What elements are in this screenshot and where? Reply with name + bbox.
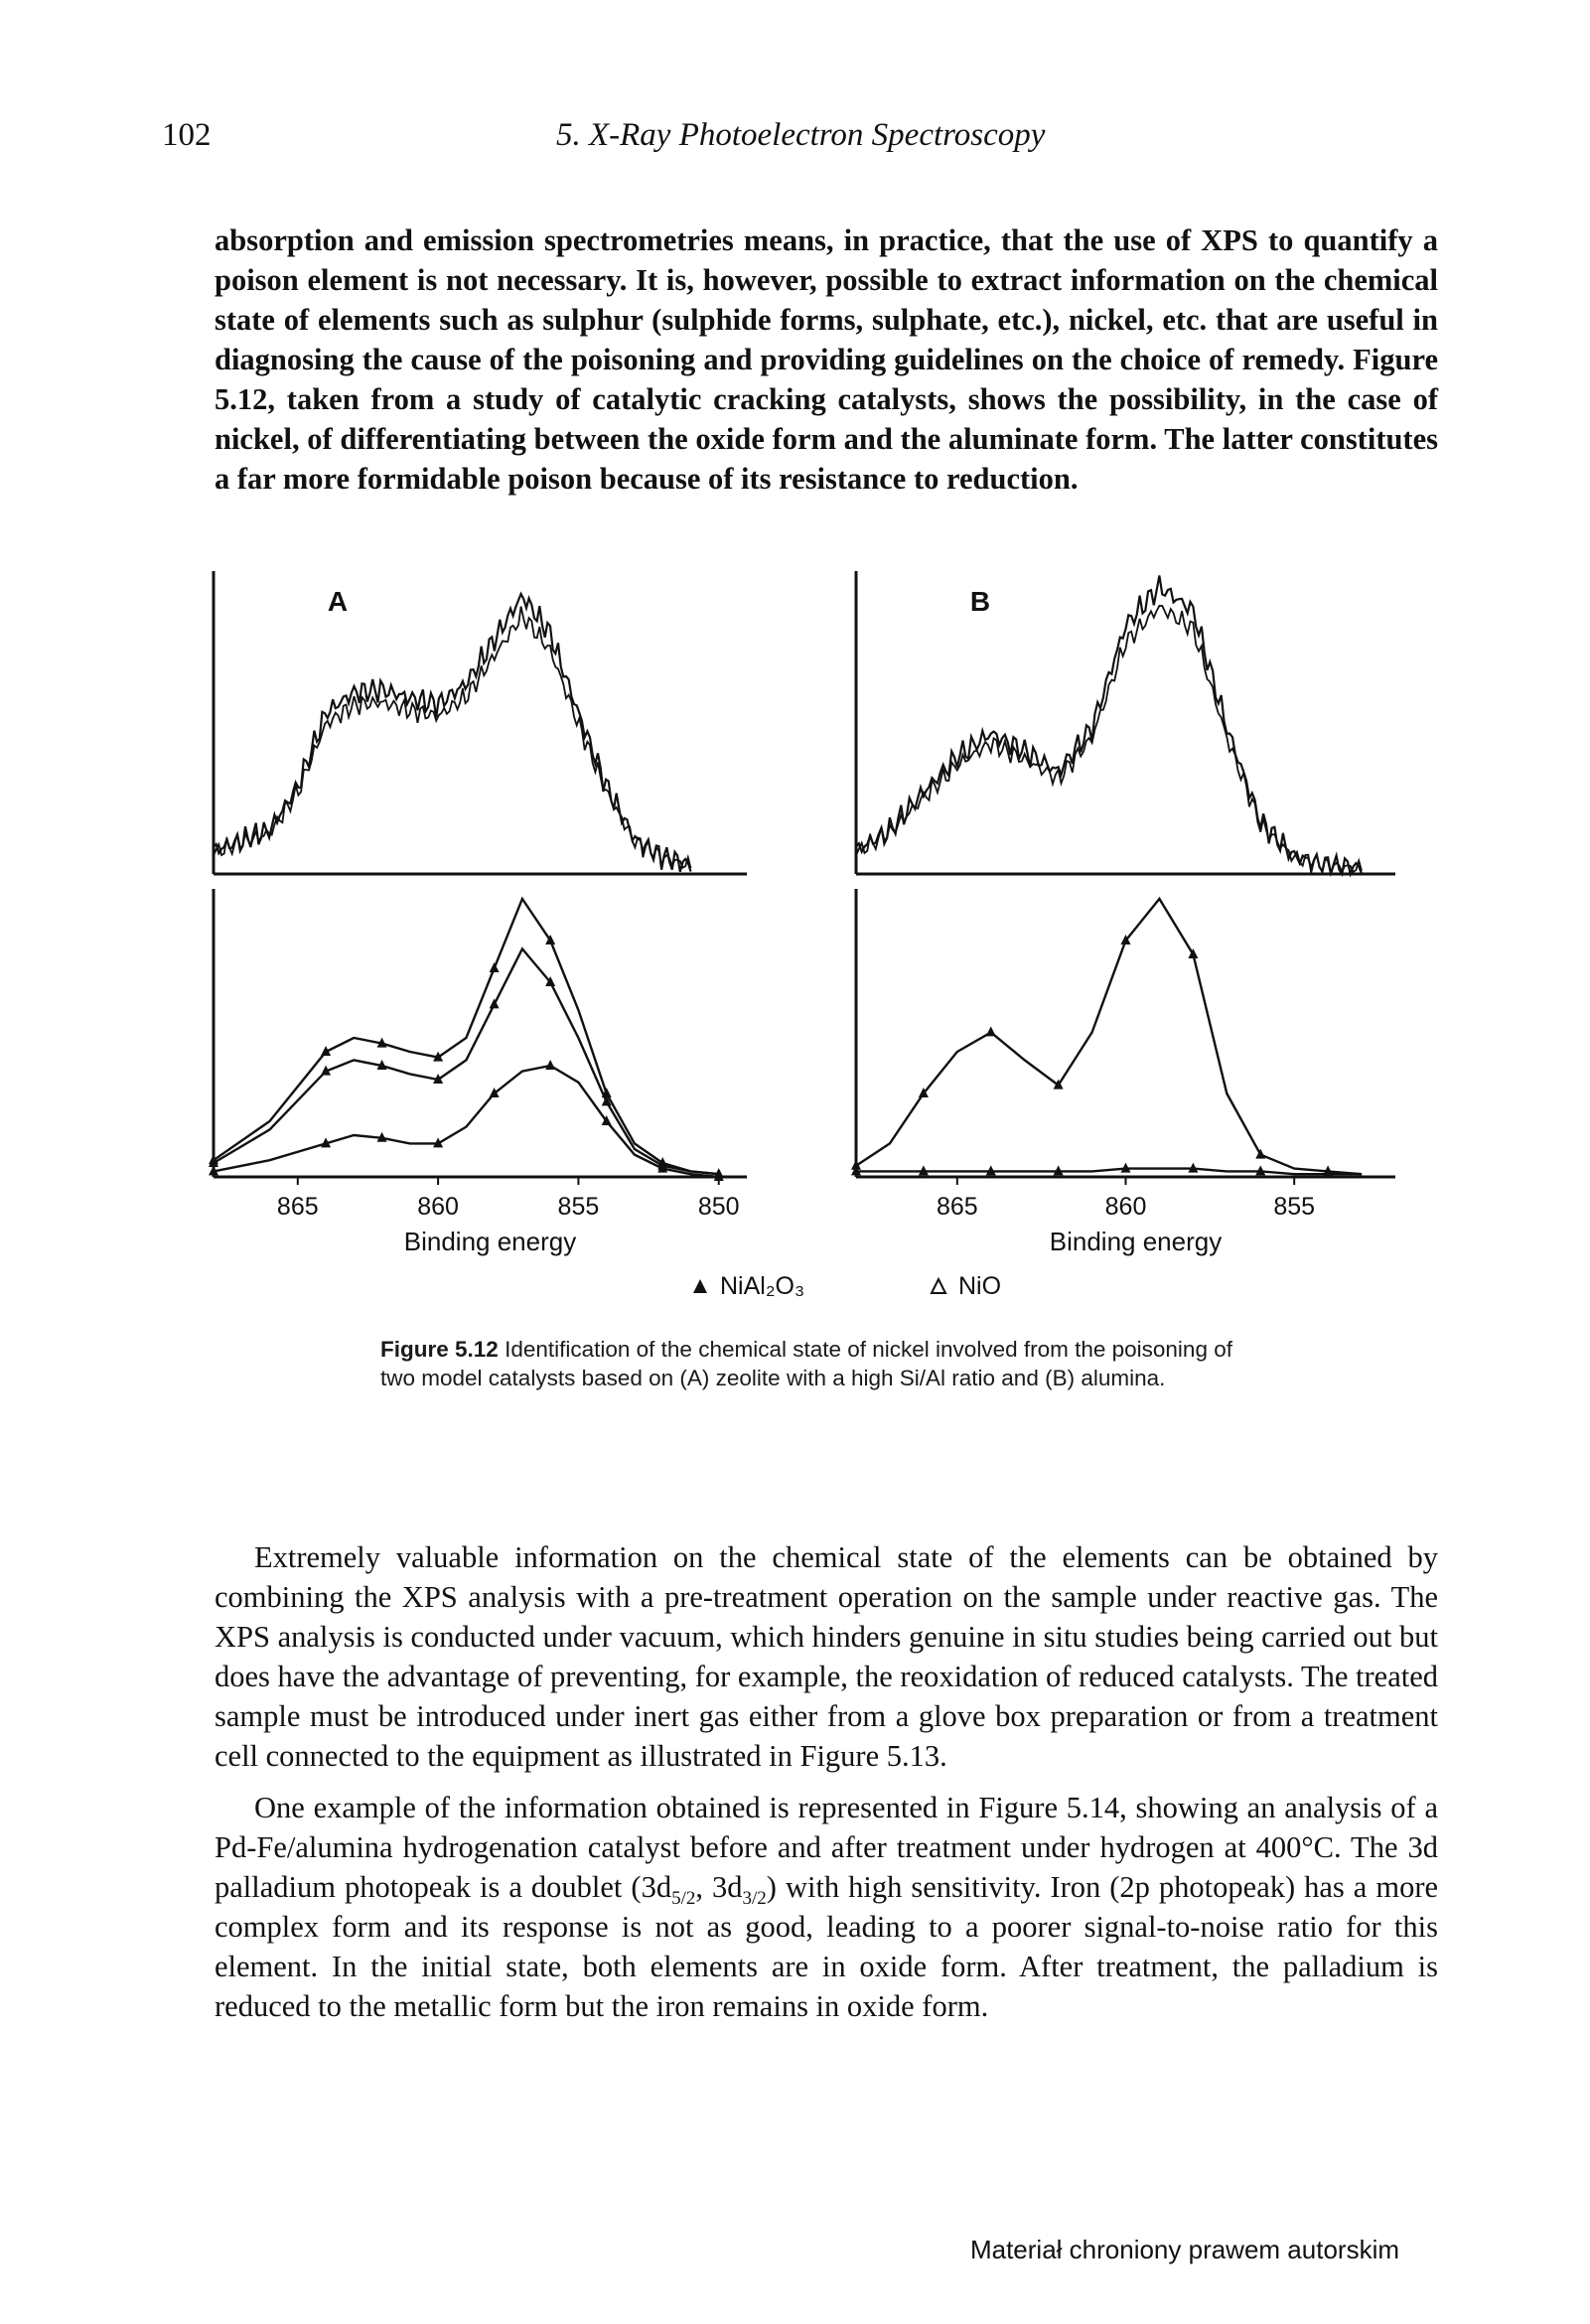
panel-a-bottom-tick-label: 850 [698, 1193, 740, 1221]
panel-a-bottom-component-3-marker [601, 1115, 612, 1125]
panel-b-bottom-tick-label: 865 [937, 1193, 978, 1221]
figure-caption: Figure 5.12 Identification of the chemic… [380, 1335, 1254, 1392]
panel-b-bottom-x-axis-label: Binding energy [1050, 1227, 1222, 1256]
chapter-title: 5. X-Ray Photoelectron Spectroscopy [556, 117, 1046, 153]
panel-b-bottom-component-2-marker [1188, 1162, 1199, 1173]
panel-b-bottom-component-1-marker [1188, 948, 1199, 958]
panel-a-bottom-component-2-marker [489, 998, 500, 1009]
panel-b-bottom-component-2 [856, 1167, 1363, 1176]
running-head: 102 5. X-Ray Photoelectron Spectroscopy [0, 117, 1590, 167]
panel-a-bottom-tick-label: 860 [417, 1193, 459, 1221]
panel-a-bottom-component-1-marker [376, 1037, 387, 1048]
body-paragraph-2: Extremely valuable information on the ch… [215, 1540, 1438, 1773]
caption-text: Identification of the chemical state of … [380, 1337, 1232, 1390]
panel-a-bottom-component-3-marker [321, 1137, 332, 1148]
panel-a-bottom-component-3-marker [657, 1162, 668, 1173]
p3-text-c: ) with high sensitivity. Iron (2p photop… [215, 1870, 1439, 2023]
panel-a-bottom-component-1-marker [489, 962, 500, 972]
panel-b-bottom-component-2-marker [851, 1165, 861, 1176]
body-paragraph-1: absorption and emission spectrometries m… [215, 223, 1438, 496]
panel-b-bottom-component-2-marker [1120, 1162, 1131, 1173]
panel-a-bottom-x-axis-label: Binding energy [404, 1227, 576, 1256]
legend-open-marker [930, 1276, 947, 1294]
panel-a-top-raw-spectrum [213, 591, 692, 872]
panel-b-bottom-tick-label: 860 [1105, 1193, 1147, 1221]
panel-a-top-raw-spectrum-repeat [213, 606, 692, 869]
panel-b-top-raw-spectrum [855, 575, 1364, 878]
p3-subscript-2: 3/2 [742, 1888, 767, 1910]
panel-b-bottom-component-1-marker [918, 1088, 929, 1097]
body-paragraph-3: One example of the information obtained … [215, 1788, 1438, 2026]
panel-b-bottom-component-2-marker [985, 1165, 996, 1176]
panel-b-bottom-component-2-marker [1255, 1165, 1266, 1176]
panel-a-bottom-component-3-marker [209, 1165, 218, 1176]
panel-b-bottom-component-1-marker [1120, 935, 1131, 944]
panel-b-bottom-component-1-marker [985, 1026, 996, 1037]
p3-text-a: One example of the information obtained … [215, 1791, 1438, 1904]
panel-b-bottom-tick-label: 855 [1273, 1193, 1315, 1221]
legend-filled-marker [693, 1279, 707, 1293]
panel-b-bottom-component-2-marker [1053, 1165, 1064, 1176]
panel-a-bottom-component-3-marker [713, 1171, 724, 1181]
panel-a-bottom-component-2 [213, 946, 719, 1176]
panel-a-bottom-component-2-marker [209, 1157, 218, 1167]
panel-a-bottom-component-3-marker [545, 1060, 556, 1070]
footer-note: Materiał chroniony prawem autorskim [969, 2235, 1399, 2264]
panel-b-top-raw-spectrum-repeat [855, 604, 1363, 878]
panel-a-bottom-component-2-marker [376, 1060, 387, 1070]
panel-a-top-panel-label: A [328, 586, 348, 617]
p3-subscript-1: 5/2 [671, 1888, 696, 1910]
panel-a-bottom-component-3-marker [489, 1088, 500, 1097]
panel-b-top-panel-label: B [970, 586, 990, 617]
panel-a-bottom-tick-label: 865 [277, 1193, 319, 1221]
panel-b-bottom-component-1-marker [851, 1159, 861, 1170]
panel-a-bottom-tick-label: 855 [558, 1193, 600, 1221]
panel-a-bottom-component-1-marker [433, 1051, 444, 1062]
panel-a-bottom-component-2-marker [321, 1065, 332, 1076]
panel-a-bottom-component-1 [213, 896, 719, 1176]
caption-label: Figure 5.12 [380, 1337, 499, 1362]
p3-text-b: , 3d [695, 1870, 743, 1904]
panel-a-bottom-component-1-marker [545, 935, 556, 944]
panel-b-bottom-component-2-marker [1323, 1168, 1334, 1179]
panel-b-bottom-component-2-marker [918, 1165, 929, 1176]
panel-b-bottom-component-1-marker [1255, 1148, 1266, 1159]
legend-filled-label: NiAl₂O₃ [720, 1272, 804, 1300]
panel-a-bottom-component-3 [213, 1064, 719, 1179]
page-number: 102 [162, 117, 212, 153]
panel-b-bottom-component-1 [855, 896, 1363, 1176]
panel-a-bottom-component-2-marker [545, 976, 556, 986]
panel-a-bottom-component-3-marker [433, 1137, 444, 1148]
panel-a-bottom-component-2-marker [601, 1095, 612, 1106]
panel-a-bottom-component-1-marker [321, 1046, 332, 1056]
legend-open-label: NiO [958, 1272, 1001, 1300]
panel-b-bottom-component-1-marker [1053, 1079, 1064, 1089]
panel-a-bottom-component-2-marker [433, 1074, 444, 1084]
panel-a-bottom-component-3-marker [376, 1131, 387, 1142]
